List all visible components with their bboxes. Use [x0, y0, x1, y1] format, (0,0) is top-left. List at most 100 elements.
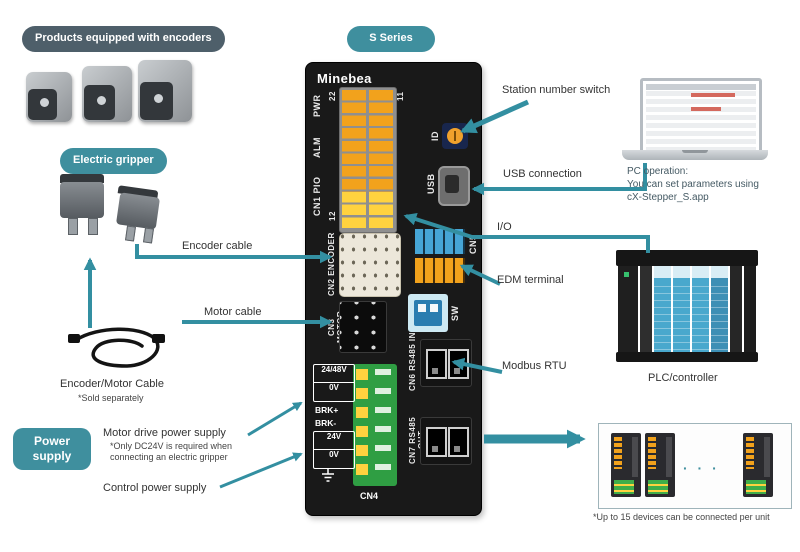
pc-line3: cX-Stepper_S.app	[627, 192, 709, 203]
motor-power-callout: Motor drive power supply	[103, 427, 226, 439]
gripper-cap	[60, 174, 104, 183]
cn5-blue-terminals	[415, 229, 465, 254]
badge-s-series: S Series	[347, 26, 435, 52]
cn2-encoder-connector	[339, 233, 401, 297]
ellipsis-dots: · · ·	[683, 460, 720, 476]
cable-image	[66, 324, 178, 381]
rs485-pin	[432, 368, 438, 374]
dial-slot	[454, 131, 456, 141]
id-label: ID	[430, 131, 440, 141]
pin11-label: 11	[396, 91, 405, 101]
plc-module-terminals	[654, 280, 671, 352]
control-power-callout: Control power supply	[103, 482, 207, 494]
laptop-base	[622, 150, 768, 160]
plc-io-module	[692, 266, 709, 352]
laptop-app-table	[646, 91, 756, 150]
motor-shaft	[154, 94, 164, 104]
plc-module-terminals	[711, 280, 728, 352]
usb-port-inner	[445, 175, 459, 193]
pc-line2: You can set parameters using	[627, 179, 759, 190]
io-callout: I/O	[497, 221, 512, 233]
laptop-app-titlebar	[646, 84, 756, 90]
unit-terminal	[648, 480, 668, 494]
cn7-rs485-out-connector	[420, 417, 472, 465]
brk-minus-label: BRK-	[315, 418, 337, 428]
cn1-yellow-terminals	[369, 192, 393, 230]
terminal-label-24v: 24V	[314, 432, 354, 450]
plc-io-module	[673, 266, 690, 352]
cn4-power-terminal	[353, 364, 397, 486]
plc-module-terminals	[673, 280, 690, 352]
cn6-label: CN6 RS485 IN	[408, 332, 417, 392]
laptop-app-highlight	[691, 107, 721, 111]
daisy-chain-note: *Up to 15 devices can be connected per u…	[593, 512, 770, 522]
cn4-label: CN4	[360, 491, 379, 501]
pin12-label: 12	[328, 211, 337, 221]
unit-side	[632, 437, 638, 477]
motor-power-terminal-labels: 24/48V 0V	[313, 364, 355, 402]
daisy-chain-box: · · ·	[598, 423, 792, 509]
cn3-motor-connector	[339, 301, 387, 353]
plc-module-strip	[654, 266, 671, 278]
motor-cable-callout: Motor cable	[204, 306, 262, 318]
modbus-rtu-callout: Modbus RTU	[502, 360, 567, 372]
plc-top-rail	[616, 250, 758, 266]
usb-label: USB	[426, 173, 436, 195]
unit-side	[666, 437, 672, 477]
arrow-motor-power	[247, 401, 303, 437]
plc-image	[616, 250, 758, 364]
gripper-finger	[143, 227, 154, 244]
cn5-label: CN5	[468, 234, 478, 254]
terminal-label-0v: 0V	[329, 383, 339, 392]
gripper-finger	[68, 218, 78, 235]
motor-icon	[138, 60, 192, 122]
badge-power-supply: Power supply	[13, 428, 91, 470]
dip-toggle	[418, 304, 426, 312]
alm-label: ALM	[312, 137, 322, 159]
ground-icon	[322, 469, 334, 482]
encoder-cable-callout: Encoder cable	[182, 240, 253, 252]
motor-icon	[82, 66, 132, 122]
unit-terminal	[746, 480, 766, 494]
cn2-label: CN2 ENCODER	[327, 232, 336, 296]
laptop-notch	[682, 150, 708, 153]
driver-unit-thumbnail	[743, 433, 773, 497]
dip-toggle	[430, 304, 438, 312]
plc-bottom-rail	[616, 352, 758, 362]
unit-connector	[746, 437, 754, 469]
unit-connector	[648, 437, 656, 469]
plc-status-led	[624, 272, 629, 277]
motor-icon	[26, 72, 72, 122]
gripper-finger	[88, 218, 98, 235]
motors-image	[26, 58, 196, 144]
plc-module	[730, 266, 742, 352]
plc-controller-label: PLC/controller	[648, 372, 718, 384]
plc-io-module	[711, 266, 728, 352]
driver-unit: Minebea PWR ALM CN1 PIO 22 11 12 ID USB …	[305, 62, 482, 516]
rs485-port	[448, 427, 469, 457]
cable-note: *Sold separately	[78, 393, 144, 403]
cn4-wire-slots	[375, 369, 391, 481]
cn5-orange-terminals	[415, 258, 465, 283]
rs485-pin	[432, 446, 438, 452]
cn1-terminal-column	[342, 90, 366, 230]
cn6-rs485-in-connector	[420, 339, 472, 387]
unit-terminal	[614, 480, 634, 494]
plc-module-terminals	[692, 280, 709, 352]
motor-power-note: *Only DC24V is required when connecting …	[110, 441, 233, 462]
motor-shaft	[39, 98, 49, 107]
plc-cpu-module	[618, 266, 638, 352]
gripper-body	[60, 182, 104, 218]
rs485-pin	[454, 368, 460, 374]
driver-unit-thumbnail	[611, 433, 641, 497]
cn1-label: CN1 PIO	[312, 176, 322, 216]
plc-module-strip	[673, 266, 690, 278]
control-power-terminal-labels: 24V 0V	[313, 431, 355, 469]
station-switch-callout: Station number switch	[502, 84, 611, 96]
station-number-rotary-switch	[442, 123, 468, 149]
badge-products-with-encoders: Products equipped with encoders	[22, 26, 225, 52]
cn5-connector	[413, 226, 467, 286]
gripper-finger	[124, 225, 136, 242]
usb-connection-callout: USB connection	[503, 168, 582, 180]
cn4-yellow-levers	[356, 369, 368, 481]
